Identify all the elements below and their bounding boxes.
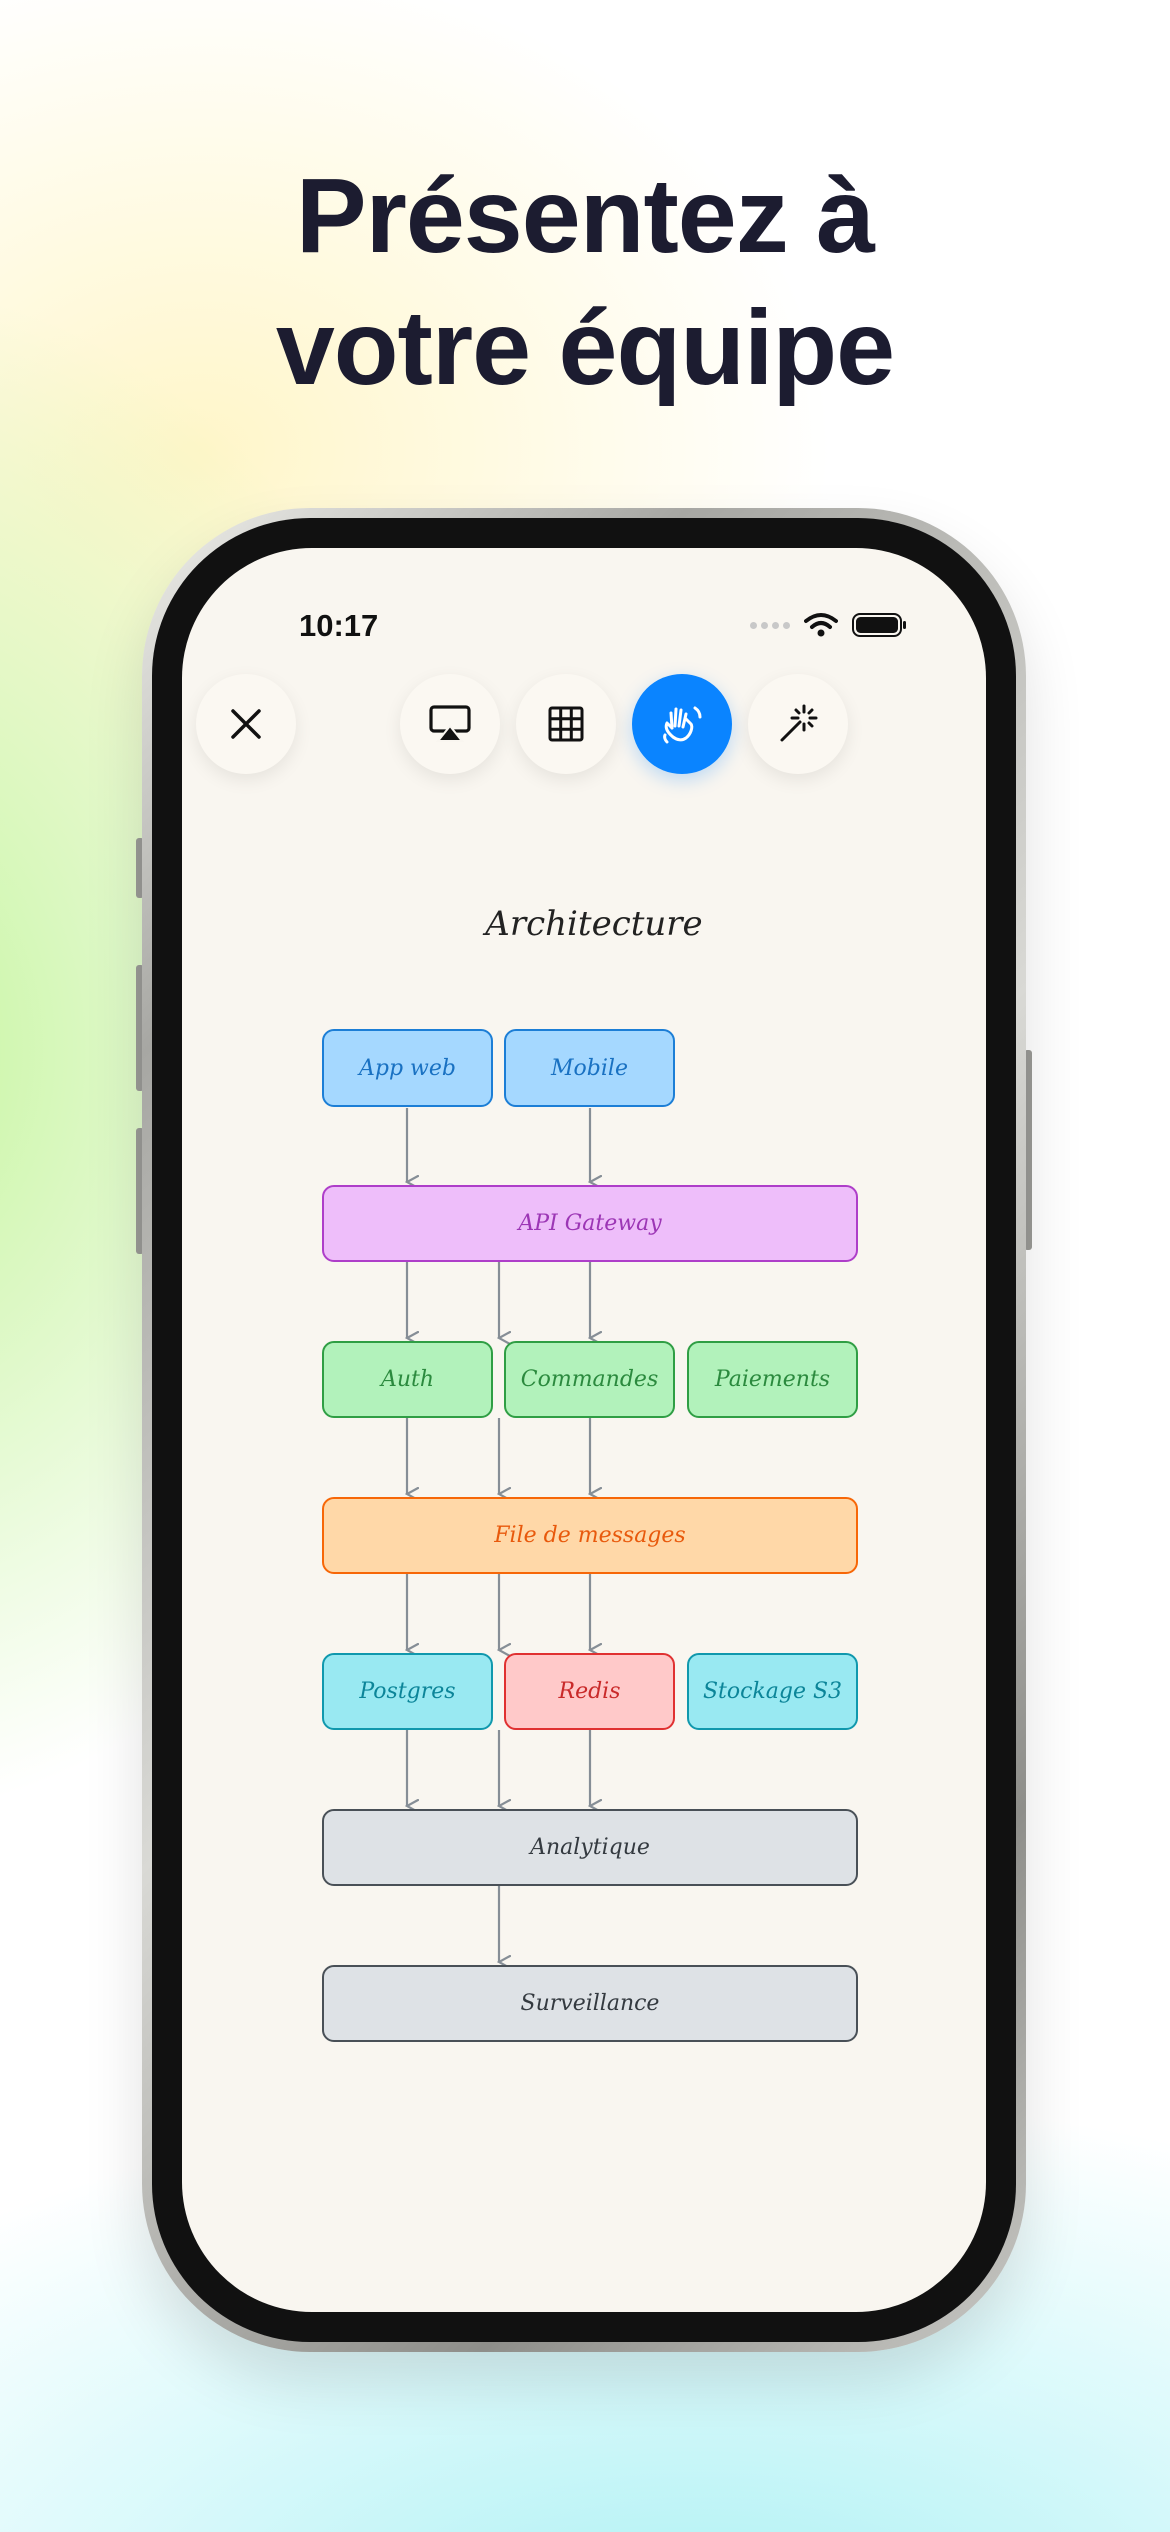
node-file-de-messages[interactable]: File de messages xyxy=(322,1497,858,1574)
battery-icon xyxy=(852,613,906,637)
node-app-web[interactable]: App web xyxy=(322,1029,493,1107)
headline: Présentez à votre équipe xyxy=(0,150,1170,414)
diagram-connectors xyxy=(182,1108,986,2312)
phone-frame: 10:17 xyxy=(142,508,1026,2352)
headline-line-1: Présentez à xyxy=(295,157,875,275)
node-auth[interactable]: Auth xyxy=(322,1341,493,1418)
cellular-signal-icon xyxy=(750,621,790,629)
status-time: 10:17 xyxy=(299,608,379,643)
node-postgres[interactable]: Postgres xyxy=(322,1653,493,1730)
status-icons xyxy=(750,612,908,638)
magic-wand-icon xyxy=(780,704,818,742)
phone-volume-down-button xyxy=(136,1128,144,1254)
phone-bezel: 10:17 xyxy=(152,518,1016,2342)
node-redis[interactable]: Redis xyxy=(504,1653,675,1730)
phone-action-button xyxy=(136,838,144,898)
node-mobile[interactable]: Mobile xyxy=(504,1029,675,1107)
wifi-icon xyxy=(804,613,838,637)
node-api-gateway[interactable]: API Gateway xyxy=(322,1185,858,1262)
laser-hand-button[interactable] xyxy=(632,674,732,774)
close-button[interactable] xyxy=(196,674,296,774)
airplay-button[interactable] xyxy=(400,674,500,774)
diagram-title: Architecture xyxy=(485,904,703,944)
grid-button[interactable] xyxy=(516,674,616,774)
node-analytique[interactable]: Analytique xyxy=(322,1809,858,1886)
hand-wave-icon xyxy=(663,706,702,744)
node-surveillance[interactable]: Surveillance xyxy=(322,1965,858,2042)
node-stockage-s3[interactable]: Stockage S3 xyxy=(687,1653,858,1730)
airplay-icon xyxy=(429,705,471,742)
close-icon xyxy=(231,709,261,739)
node-paiements[interactable]: Paiements xyxy=(687,1341,858,1418)
phone-screen: 10:17 xyxy=(182,548,986,2312)
phone-volume-up-button xyxy=(136,965,144,1091)
node-commandes[interactable]: Commandes xyxy=(504,1341,675,1418)
grid-icon xyxy=(548,706,584,742)
phone-power-button xyxy=(1024,1050,1032,1250)
headline-line-2: votre équipe xyxy=(275,289,895,407)
magic-button[interactable] xyxy=(748,674,848,774)
